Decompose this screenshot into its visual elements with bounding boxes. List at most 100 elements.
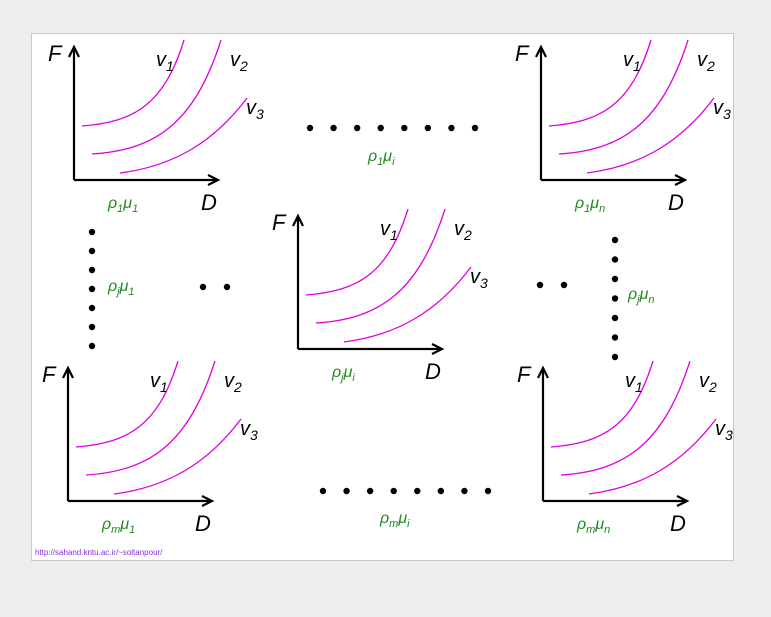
curve-label-v2-base: v	[224, 370, 235, 392]
curve-label-v3-sub: 3	[725, 427, 733, 443]
curve-label-v3: v3	[715, 418, 733, 443]
curve-v2	[558, 39, 689, 155]
curve-label-v1: v1	[380, 218, 398, 243]
left-column-dot	[88, 285, 96, 293]
x-axis-arrow	[676, 495, 690, 507]
d-axis-label: D	[668, 190, 684, 215]
param-label-center-rho-sub: j	[339, 372, 344, 384]
param-label-top-left-mu-sub: 1	[132, 203, 138, 215]
center-right-dot	[536, 281, 544, 289]
curve-label-v2-sub: 2	[463, 227, 472, 243]
y-axis-arrow	[535, 44, 547, 58]
center-left-dot	[199, 283, 207, 291]
curve-v3	[113, 418, 242, 495]
curve-label-v2: v2	[697, 49, 715, 74]
y-axis-arrow	[62, 365, 74, 379]
top-row-dot	[377, 124, 384, 132]
f-axis-label: F	[515, 41, 530, 66]
curve-v1	[550, 360, 654, 448]
dot-label-left-column-rho: ρ	[107, 278, 117, 295]
curve-label-v3-sub: 3	[256, 106, 264, 122]
left-column-dot	[88, 228, 96, 236]
curve-label-v1-base: v	[156, 49, 167, 71]
curve-v1	[75, 360, 179, 448]
param-label-bottom-right-mu-sub: n	[604, 524, 610, 536]
curve-label-v2: v2	[224, 370, 242, 395]
bottom-row-dot	[484, 487, 492, 495]
bottom-row-dot	[343, 487, 350, 495]
curve-v2	[85, 360, 216, 476]
curve-label-v2: v2	[454, 218, 472, 243]
param-label-top-left-mu: μ	[122, 195, 132, 212]
dot-label-right-column-mu: μ	[639, 286, 649, 303]
dot-label-right-column-rho-sub: j	[635, 294, 640, 306]
curve-label-v2: v2	[230, 49, 248, 74]
dot-label-bottom-row-mu: μ	[397, 510, 407, 527]
param-label-center-rho: ρ	[331, 364, 341, 381]
curve-label-v1: v1	[623, 49, 641, 74]
x-axis-arrow	[201, 495, 215, 507]
dot-label-bottom-row-mu-sub: i	[407, 518, 410, 530]
param-label-bottom-right-rho-sub: m	[586, 524, 595, 536]
curve-label-v3-sub: 3	[723, 106, 731, 122]
dot-label-right-column: ρjμn	[627, 286, 655, 306]
right-column-dot	[611, 256, 619, 263]
param-label-bottom-left-rho-sub: m	[111, 524, 120, 536]
curve-v1	[305, 208, 409, 296]
dot-label-top-row-mu: μ	[382, 148, 392, 165]
dot-label-bottom-row-rho: ρ	[379, 510, 389, 527]
curve-v1	[81, 39, 185, 127]
param-label-bottom-left-mu: μ	[119, 516, 129, 533]
x-axis-arrow	[674, 174, 688, 186]
y-axis-arrow	[292, 213, 304, 227]
top-row-dot	[306, 124, 314, 132]
param-label-bottom-left: ρmμ1	[101, 516, 135, 536]
dot-label-top-row-rho: ρ	[367, 148, 377, 165]
param-label-bottom-left-rho: ρ	[101, 516, 111, 533]
bottom-row-dot	[390, 487, 397, 495]
top-row-dot	[330, 124, 337, 132]
curve-v3	[343, 266, 472, 343]
top-row-dot	[448, 124, 455, 132]
d-axis-label: D	[425, 359, 441, 384]
curve-label-v1-sub: 1	[635, 379, 643, 395]
curve-label-v3-base: v	[240, 418, 251, 440]
left-column-dot	[88, 342, 96, 350]
footer-url[interactable]: http://sahand.kntu.ac.ir/~soltanpour/	[35, 548, 163, 557]
left-column-dot	[88, 323, 96, 331]
dot-label-left-column-mu: μ	[119, 278, 129, 295]
curve-label-v1-sub: 1	[160, 379, 168, 395]
curve-label-v3: v3	[240, 418, 258, 443]
dot-label-right-column-rho: ρ	[627, 286, 637, 303]
curve-label-v3: v3	[246, 97, 264, 122]
left-column-dot	[88, 247, 96, 255]
curve-label-v3: v3	[713, 97, 731, 122]
curve-label-v2-sub: 2	[233, 379, 242, 395]
curve-label-v3-base: v	[713, 97, 724, 119]
bottom-row-dot	[366, 487, 374, 495]
bottom-row-dot	[461, 487, 468, 495]
curve-label-v3-base: v	[470, 266, 481, 288]
right-column-dot	[611, 275, 619, 283]
dot-label-bottom-row-rho-sub: m	[389, 518, 398, 530]
curve-label-v1: v1	[156, 49, 174, 74]
bottom-row-dot	[319, 487, 327, 495]
right-column-dot	[611, 353, 619, 361]
curve-v2	[91, 39, 222, 155]
curve-label-v2-sub: 2	[239, 58, 248, 74]
left-column-dot	[88, 304, 96, 312]
dot-label-top-row-mu-sub: i	[392, 156, 395, 168]
right-column-dot	[611, 236, 619, 244]
param-label-bottom-left-mu-sub: 1	[129, 524, 135, 536]
f-axis-label: F	[42, 362, 57, 387]
param-label-bottom-right-mu: μ	[594, 516, 604, 533]
curve-label-v1: v1	[150, 370, 168, 395]
bottom-row-dot	[437, 487, 445, 495]
curve-label-v1-base: v	[625, 370, 636, 392]
curve-label-v1-sub: 1	[390, 227, 398, 243]
param-label-bottom-right-rho: ρ	[576, 516, 586, 533]
curve-label-v3-sub: 3	[250, 427, 258, 443]
